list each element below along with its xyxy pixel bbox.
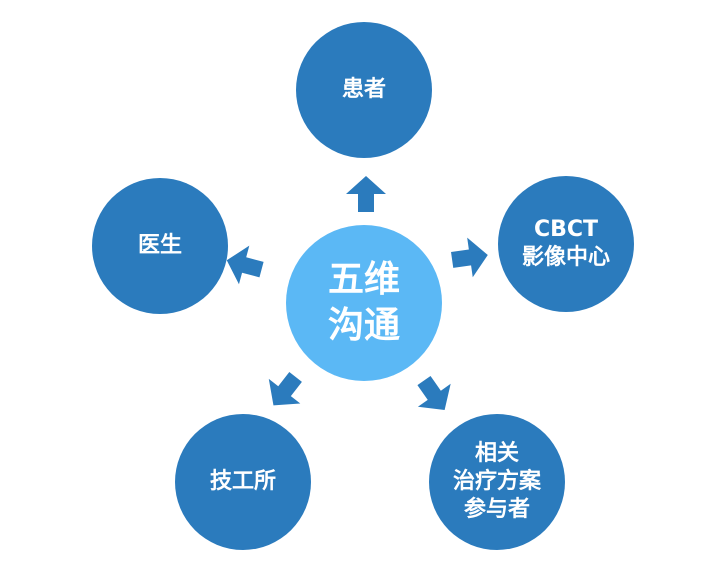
arrow-to-participants bbox=[417, 375, 451, 411]
node-cbct: CBCT 影像中心 bbox=[498, 176, 634, 312]
node-participants-line-1: 相关 bbox=[474, 441, 519, 466]
arrow-to-lab-shape bbox=[268, 372, 302, 406]
node-patient-line-1: 患者 bbox=[341, 77, 386, 102]
node-lab-line-1: 技工所 bbox=[209, 469, 276, 494]
arrow-to-participants-shape bbox=[417, 375, 451, 411]
arrow-to-patient bbox=[346, 176, 386, 212]
node-participants-line-2: 治疗方案 bbox=[452, 469, 541, 494]
node-doctor: 医生 bbox=[92, 178, 228, 314]
arrow-to-lab bbox=[268, 372, 302, 406]
node-center: 五维 沟通 bbox=[286, 225, 442, 381]
node-cbct-line-1: CBCT bbox=[533, 217, 599, 242]
node-participants: 相关 治疗方案 参与者 bbox=[429, 414, 565, 550]
node-participants-line-3: 参与者 bbox=[463, 497, 530, 522]
node-lab: 技工所 bbox=[175, 414, 311, 550]
node-patient: 患者 bbox=[296, 22, 432, 158]
arrow-to-cbct bbox=[451, 237, 488, 278]
arrow-to-doctor-shape bbox=[226, 245, 264, 285]
arrow-to-cbct-shape bbox=[451, 237, 488, 278]
node-doctor-line-1: 医生 bbox=[137, 233, 182, 258]
arrow-to-patient-shape bbox=[346, 176, 386, 212]
node-center-line-2: 沟通 bbox=[327, 305, 400, 346]
node-cbct-line-2: 影像中心 bbox=[521, 245, 610, 270]
arrow-to-doctor bbox=[226, 245, 264, 285]
node-center-line-1: 五维 bbox=[327, 259, 400, 300]
